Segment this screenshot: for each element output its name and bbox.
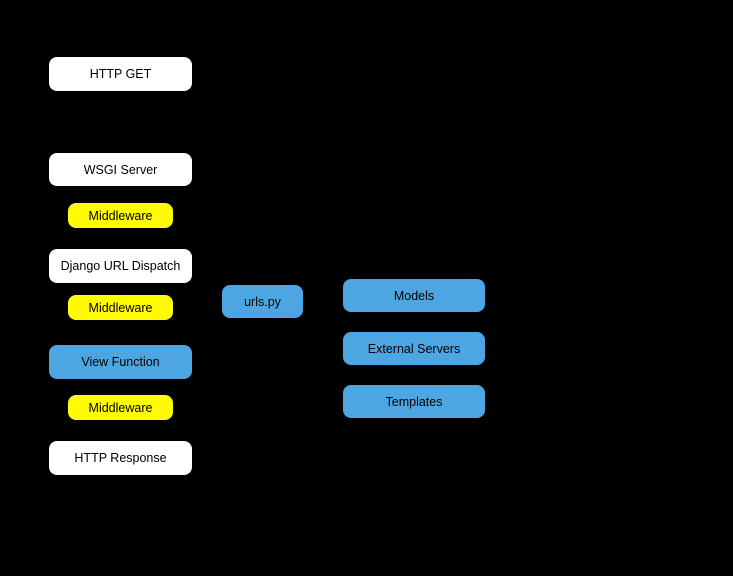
node-view-function: View Function: [49, 345, 192, 379]
node-label: Middleware: [88, 300, 153, 315]
node-http-get: HTTP GET: [49, 57, 192, 91]
node-django-url-dispatch: Django URL Dispatch: [49, 249, 192, 283]
node-middleware-request: Middleware: [68, 203, 173, 228]
node-label: Templates: [385, 394, 443, 409]
node-external-servers: External Servers: [343, 332, 485, 365]
node-label: Middleware: [88, 400, 153, 415]
node-templates: Templates: [343, 385, 485, 418]
node-models: Models: [343, 279, 485, 312]
node-label: HTTP GET: [89, 67, 152, 81]
node-label: urls.py: [244, 294, 281, 309]
node-label: Django URL Dispatch: [60, 259, 181, 273]
node-label: Models: [393, 288, 435, 303]
node-label: External Servers: [367, 341, 461, 356]
node-label: HTTP Response: [74, 451, 167, 465]
node-middleware-response: Middleware: [68, 395, 173, 420]
node-middleware-view: Middleware: [68, 295, 173, 320]
node-wsgi-server: WSGI Server: [49, 153, 192, 186]
node-label: WSGI Server: [83, 162, 158, 177]
node-label: View Function: [81, 355, 160, 369]
node-label: Middleware: [88, 208, 153, 223]
node-urls-py: urls.py: [222, 285, 303, 318]
node-http-response: HTTP Response: [49, 441, 192, 475]
